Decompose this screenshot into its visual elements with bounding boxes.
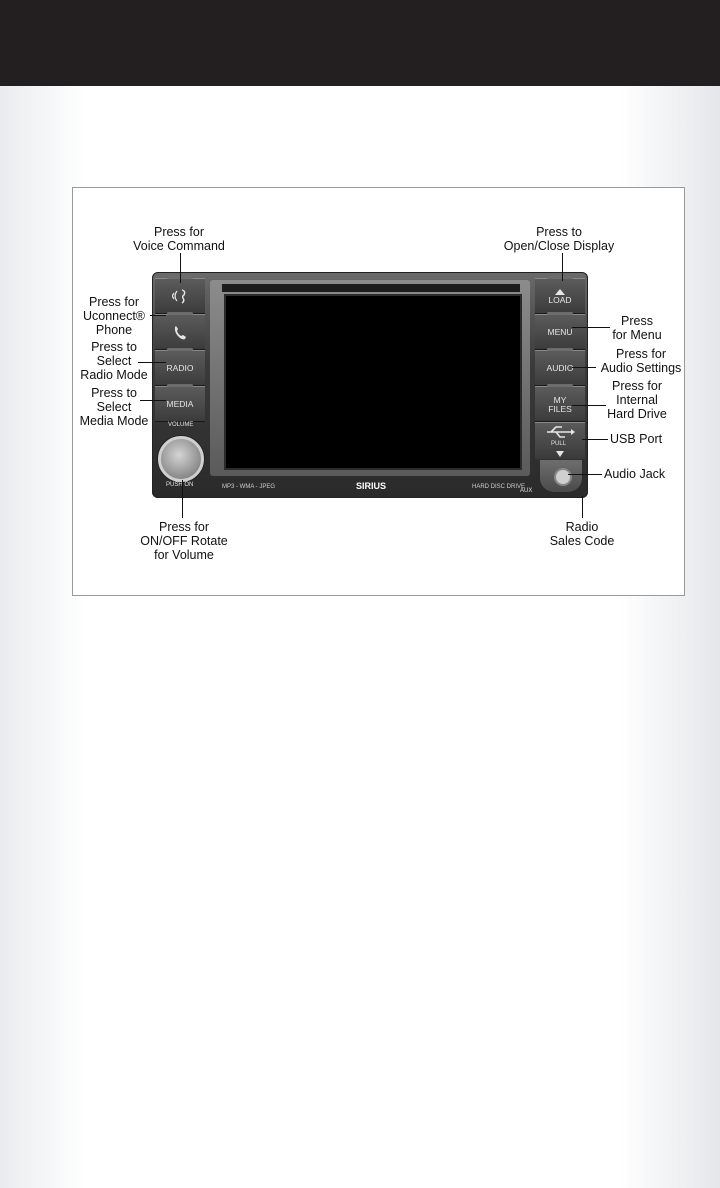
header-bar — [0, 0, 720, 86]
menu-button-label: MENU — [547, 327, 572, 337]
load-button[interactable]: LOAD — [535, 278, 585, 314]
label-uconnect-phone: Press for Uconnect® Phone — [76, 295, 152, 337]
push-on-label: PUSH ON — [166, 482, 193, 488]
leader-audio — [572, 367, 596, 368]
leader-usb — [582, 439, 608, 440]
my-files-label: MY FILES — [548, 396, 572, 414]
audio-button-label: AUDIO — [547, 363, 574, 373]
radio-button-label: RADIO — [167, 363, 194, 373]
menu-button[interactable]: MENU — [535, 314, 585, 350]
audio-jack-panel — [540, 460, 582, 492]
leader-load — [562, 253, 563, 281]
aux-label: AUX — [520, 488, 532, 494]
label-audio-settings: Press for Audio Settings — [592, 347, 690, 375]
label-usb-port: USB Port — [610, 432, 690, 446]
formats-label: MP3 - WMA - JPEG — [222, 484, 275, 490]
label-audio-jack: Audio Jack — [604, 467, 684, 481]
label-internal-hard-drive: Press for Internal Hard Drive — [598, 379, 676, 421]
leader-sales-code — [582, 496, 583, 518]
pull-label: PULL — [551, 441, 566, 447]
leader-radio — [138, 362, 166, 363]
right-button-column: LOAD MENU AUDIO MY FILES PULL AUX — [532, 272, 588, 498]
label-open-close-display: Press to Open/Close Display — [494, 225, 624, 253]
volume-label: VOLUME — [168, 422, 193, 428]
usb-icon — [545, 425, 575, 439]
left-button-column: RADIO MEDIA VOLUME PUSH ON — [152, 272, 208, 498]
label-menu: Press for Menu — [604, 314, 670, 342]
my-files-button[interactable]: MY FILES — [535, 386, 585, 422]
leader-my-files — [572, 405, 606, 406]
voice-command-button[interactable] — [155, 278, 205, 314]
leader-phone — [150, 315, 166, 316]
phone-button[interactable] — [155, 314, 205, 350]
audio-button[interactable]: AUDIO — [535, 350, 585, 386]
radio-button[interactable]: RADIO — [155, 350, 205, 386]
radio-unit: RADIO MEDIA VOLUME PUSH ON MP3 - WMA - J… — [152, 272, 588, 498]
load-label: LOAD — [548, 289, 571, 305]
leader-volume — [182, 480, 183, 518]
label-on-off-volume: Press for ON/OFF Rotate for Volume — [128, 520, 240, 562]
usb-port[interactable]: PULL — [535, 422, 585, 459]
screen-top-edge — [222, 284, 520, 292]
drive-label: HARD DISC DRIVE — [472, 484, 525, 490]
leader-media — [140, 400, 166, 401]
leader-menu — [572, 327, 610, 328]
label-voice-command: Press for Voice Command — [114, 225, 244, 253]
label-radio-mode: Press to Select Radio Mode — [76, 340, 152, 382]
leader-audio-jack — [568, 474, 602, 475]
phone-icon — [169, 315, 191, 349]
leader-voice-command — [180, 253, 181, 283]
audio-jack[interactable] — [554, 468, 572, 486]
pull-arrow-icon — [556, 451, 564, 457]
bottom-strip: MP3 - WMA - JPEG SIRIUS HARD DISC DRIVE — [210, 478, 536, 496]
media-button-label: MEDIA — [167, 399, 194, 409]
label-media-mode: Press to Select Media Mode — [72, 386, 156, 428]
media-button[interactable]: MEDIA — [155, 386, 205, 422]
sirius-logo: SIRIUS — [356, 481, 386, 491]
display-screen — [224, 294, 522, 470]
volume-knob[interactable] — [158, 436, 204, 482]
load-text: LOAD — [548, 295, 571, 305]
voice-command-icon — [169, 279, 191, 313]
label-radio-sales-code: Radio Sales Code — [540, 520, 624, 548]
